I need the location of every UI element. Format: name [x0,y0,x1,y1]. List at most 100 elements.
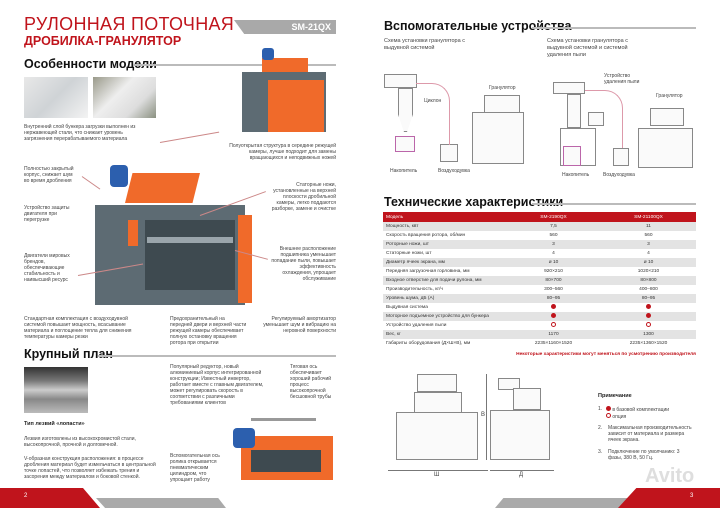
spec-value [601,312,696,321]
base-dot-icon [606,406,611,411]
specs-note: Некоторые характеристики могут меняться … [516,352,696,357]
note-base: в базовой комплектации [612,407,670,413]
feature-text: Устройство защиты двигателя при перегруз… [24,205,70,223]
spec-value: 80–95 [601,294,696,303]
aux-heading: Вспомогательные устройства [384,19,572,33]
footer-bar [0,488,100,508]
footer-bar [618,488,720,508]
spec-value: 11 [601,222,696,231]
photo-plastic-bags [93,77,156,118]
spec-value: 560 [644,233,653,238]
blade-text: Лезвия изготовлены из высокохромистой ст… [24,436,136,448]
scheme2-caption: Схема установки гранулятора с выдувной с… [547,38,628,58]
label-blower: Воздуходувка [438,168,470,174]
model-badge: SM-21QX [234,20,336,34]
closeup-heading: Крупный план [24,347,113,361]
scheme1-caption: Схема установки гранулятора с выдувной с… [384,38,465,51]
feature-text: Двигатели мировых брендов, обеспечивающи… [24,253,70,283]
spec-value: 4 [552,251,555,256]
label-granulator: Гранулятор [489,85,516,91]
base-dot-icon [646,313,651,318]
spec-label: Диаметр ячеек экрана, мм [383,258,506,267]
label-cyclone: Циклон [424,98,442,104]
note-number: 2. [598,425,603,431]
spec-value: 1020×210 [637,269,660,274]
spec-value: 3 [506,240,601,249]
spec-label: Мощность, квт [383,222,506,231]
left-page: РУЛОННАЯ ПОТОЧНАЯ ДРОБИЛКА-ГРАНУЛЯТОР SM… [0,14,337,508]
feature-text: Внешнее расположение подшипника уменьшае… [271,246,336,282]
spec-label: Устройство удаления пыли [386,323,447,328]
page-number: 3 [690,493,694,499]
spec-value [601,303,696,312]
table-row: Входное отверстие для подачи рулона, мм 8… [383,276,696,285]
table-row: Статорные ножи, шт 4 4 [383,249,696,258]
feature-text: Внутренний слой бункера загрузки выполне… [24,124,136,142]
spec-label: Моторное подъемное устройство для бункер… [383,312,506,321]
label-blower: Воздуходувка [603,172,635,178]
features-heading: Особенности модели [24,57,157,71]
spec-value [506,303,601,312]
feature-text: Полностью закрытый корпус, снижает шум в… [24,166,74,184]
note-number: 1. [598,406,603,412]
spec-label: Роторные ножи, шт [383,240,506,249]
dim-length: Д [519,472,524,478]
closeup-note: Тяговая ось обеспечивает хороший рабочий… [290,364,332,400]
spec-value: 7,5 [506,222,601,231]
option-ring-icon [551,322,556,327]
feature-text: Статорные ножи, установленные на верхней… [271,182,336,212]
feature-text: Предохранительный на передней двери и ве… [170,316,247,346]
closeup-note: Популярный редуктор, новый алюминиевый к… [170,364,264,406]
spec-value: 4 [647,251,650,256]
closeup-note: Вспомогательная ось ролика открывается п… [170,453,220,483]
spec-value: 80×800 [601,276,696,285]
feature-text: Полуоткрытая структура в середине режуще… [229,143,336,161]
dim-height: В [481,412,486,418]
specs-heading: Технические характеристики [384,195,564,209]
spec-label: Статорные ножи, шт [386,251,432,256]
dim-width: Ш [434,472,440,478]
spec-label: Входное отверстие для подачи рулона, мм [383,276,506,285]
spec-label: Вес, кг [383,330,506,339]
spec-value: 1300 [601,330,696,339]
spec-value [506,312,601,321]
title-line1: РУЛОННАЯ ПОТОЧНАЯ [24,14,235,34]
option-ring-icon [646,322,651,327]
spec-value: 2235×1360×1520 [629,341,668,346]
spec-value: SM-21100QX [601,212,696,222]
note-text: Максимальная производительность зависит … [608,425,692,443]
spec-value [506,321,601,330]
spec-value: 400–800 [639,287,658,292]
spec-value: 3 [601,240,696,249]
spec-value: SM-2190QX [506,212,601,222]
table-row: Передняя загрузочная горловина, мм 920×21… [383,267,696,276]
spec-label: Габариты оборудования (Д×Ш×В), мм [386,341,471,346]
option-ring-icon [606,413,611,418]
spec-value: 920×210 [544,269,563,274]
spec-label: Выдувная система [386,305,428,310]
spec-value [601,321,696,330]
table-row: Выдувная система [383,303,696,312]
machine-image-closeup [233,418,337,483]
page-number: 2 [24,493,28,499]
note-number: 3. [598,449,603,455]
note-legend: в базовой комплектации опция [606,406,669,420]
photo-blades [24,367,88,413]
spec-label: Модель [383,212,506,222]
title-line2: ДРОБИЛКА-ГРАНУЛЯТОР [24,34,182,48]
note-text: Подключение по умолчанию: 3 фазы, 380 В,… [608,449,680,461]
table-row: Моторное подъемное устройство для бункер… [383,312,696,321]
machine-image-main [85,165,260,315]
label-dust-device: Устройство удаления пыли [604,73,640,85]
spec-value: 80–95 [506,294,601,303]
notes-heading: Примечание [598,393,632,399]
spec-label: Передняя загрузочная горловина, мм [386,269,470,274]
note-option: опция [612,414,627,420]
